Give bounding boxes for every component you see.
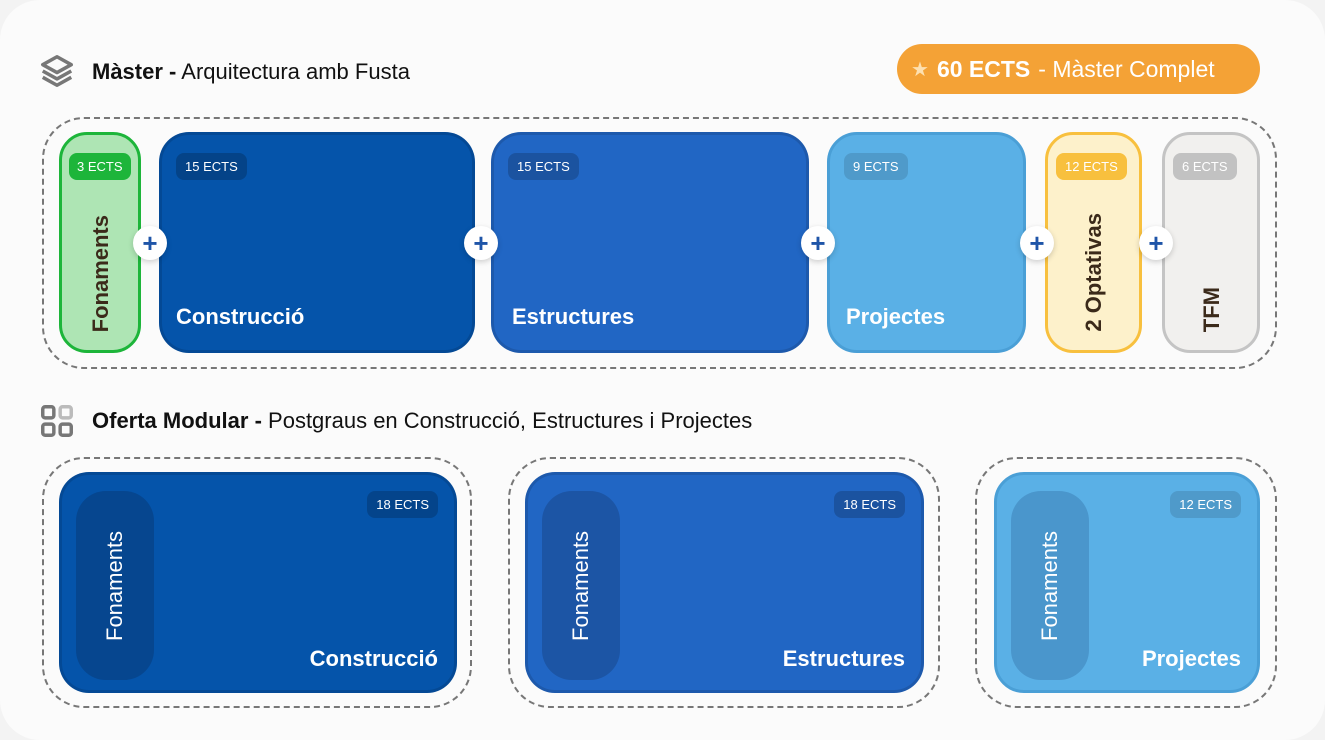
plus-icon: + bbox=[801, 226, 835, 260]
ects-badge: 18 ECTS bbox=[367, 491, 438, 518]
module-title: Estructures bbox=[512, 304, 635, 329]
postgrau-container bbox=[42, 457, 472, 708]
modular-heading-text: Postgraus en Construcció, Estructures i … bbox=[268, 408, 753, 433]
postgrau-estructures[interactable]: Fonaments 18 ECTS Estructures bbox=[525, 472, 924, 693]
fonaments-block: Fonaments bbox=[76, 491, 154, 680]
ects-badge: 18 ECTS bbox=[834, 491, 905, 518]
module-optativas[interactable]: 12 ECTS 2 Optativas bbox=[1045, 132, 1142, 353]
ects-badge: 12 ECTS bbox=[1056, 153, 1127, 180]
module-title: Construcció bbox=[176, 304, 305, 329]
fonaments-label: Fonaments bbox=[1037, 530, 1062, 641]
master-heading-text: Arquitectura amb Fusta bbox=[181, 59, 410, 84]
postgrau-title: Projectes bbox=[1141, 646, 1241, 671]
badge-label: - Màster Complet bbox=[1038, 55, 1215, 82]
module-fonaments[interactable]: 3 ECTS Fonaments bbox=[59, 132, 141, 353]
badge-ects: 60 ECTS bbox=[936, 55, 1031, 82]
module-tfm[interactable]: 6 ECTS TFM bbox=[1162, 132, 1260, 353]
plus-icon: + bbox=[464, 226, 498, 260]
total-ects-badge: ★ 60 ECTS - Màster Complet bbox=[897, 44, 1260, 94]
postgrau-title: Estructures bbox=[782, 646, 905, 671]
fonaments-label: Fonaments bbox=[568, 530, 593, 641]
postgrau-projectes[interactable]: Fonaments 12 ECTS Projectes bbox=[994, 472, 1260, 693]
fonaments-label: Fonaments bbox=[102, 530, 127, 641]
module-construccio[interactable]: 15 ECTS Construcció bbox=[159, 132, 475, 353]
module-title: Projectes bbox=[846, 304, 946, 329]
ects-badge: 15 ECTS bbox=[508, 153, 579, 180]
grid-icon bbox=[41, 405, 73, 437]
layers-icon bbox=[41, 55, 73, 87]
postgrau-construccio[interactable]: Fonaments 18 ECTS Construcció bbox=[59, 472, 457, 693]
module-title: 2 Optativas bbox=[1081, 213, 1106, 332]
plus-icon: + bbox=[133, 226, 167, 260]
ects-badge: 12 ECTS bbox=[1170, 491, 1241, 518]
module-title: Fonaments bbox=[88, 214, 113, 332]
postgrau-container bbox=[975, 457, 1277, 708]
ects-badge: 6 ECTS bbox=[1173, 153, 1237, 180]
ects-badge: 15 ECTS bbox=[176, 153, 247, 180]
master-heading-bold: Màster - bbox=[92, 59, 177, 84]
ects-badge: 9 ECTS bbox=[844, 153, 908, 180]
star-icon: ★ bbox=[911, 58, 929, 81]
master-heading: Màster - Arquitectura amb Fusta bbox=[92, 59, 410, 85]
module-estructures[interactable]: 15 ECTS Estructures bbox=[491, 132, 809, 353]
fonaments-block: Fonaments bbox=[1011, 491, 1089, 680]
postgrau-container bbox=[508, 457, 940, 708]
postgrau-title: Construcció bbox=[309, 646, 438, 671]
fonaments-block: Fonaments bbox=[542, 491, 620, 680]
modular-heading: Oferta Modular - Postgraus en Construcci… bbox=[92, 408, 752, 434]
module-projectes[interactable]: 9 ECTS Projectes bbox=[827, 132, 1026, 353]
modular-heading-bold: Oferta Modular - bbox=[92, 408, 262, 433]
master-container bbox=[42, 117, 1277, 369]
plus-icon: + bbox=[1139, 226, 1173, 260]
module-title: TFM bbox=[1199, 286, 1224, 332]
plus-icon: + bbox=[1020, 226, 1054, 260]
ects-badge: 3 ECTS bbox=[69, 153, 131, 180]
